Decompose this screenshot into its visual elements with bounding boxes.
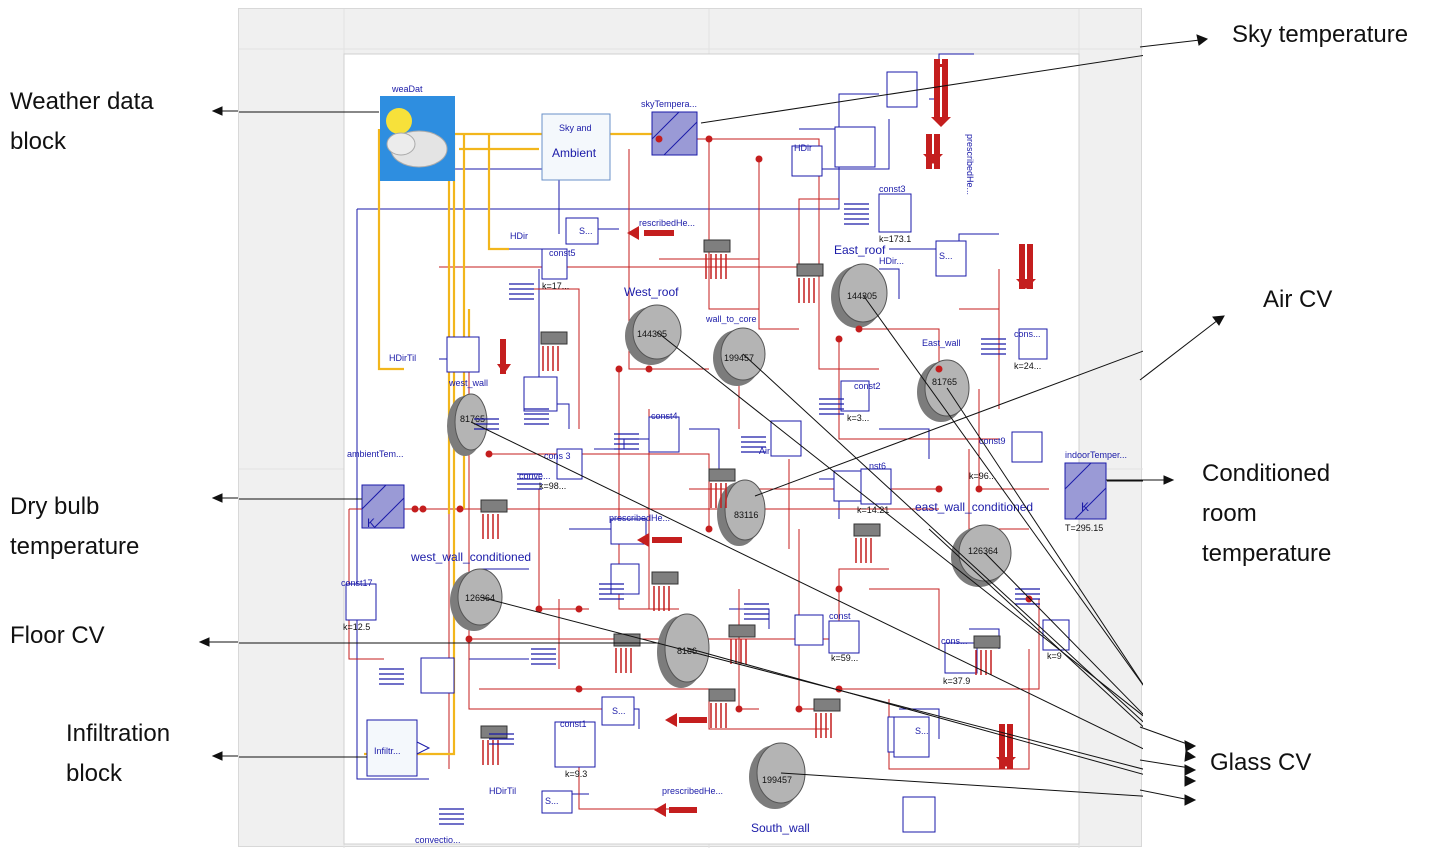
s-block-label-5: S... [545,796,559,806]
cons-e-k: k=24... [1014,361,1041,371]
prescribed-label-1: prescribedHe... [965,134,975,195]
callout-infiltration-block: Infiltration block [66,714,170,794]
south-wall-value: 199457 [762,775,792,785]
sky-ambient-label: Ambient [552,146,597,160]
wall-to-core-value: 199457 [724,353,754,363]
const17-label: const17 [341,578,373,588]
hdir-label-2: HDir [510,231,528,241]
ambient-temperature-label: ambientTem... [347,449,404,459]
callout-dry-bulb-temperature: Dry bulb temperature [10,487,139,567]
svg-text:Sky and: Sky and [559,123,592,133]
const2-label: const2 [854,381,881,391]
east-wall-label: East_wall [922,338,961,348]
indoor-temperature-value: T=295.15 [1065,523,1103,533]
west-wall-label: west_wall [448,378,488,388]
hdirtil-label-2: HDirTil [489,786,516,796]
east-roof-value: 144305 [847,291,877,301]
callout-glass-cv: Glass CV [1210,743,1311,783]
west-wall-conditioned-label: west_wall_conditioned [410,550,531,564]
sky-ambient-block[interactable]: Sky and Ambient [542,114,610,180]
const6-k: k=14.21 [857,505,889,515]
const9-k: k=96... [969,471,996,481]
const1-label: const1 [560,719,587,729]
infiltration-label: Infiltr... [374,746,401,756]
west-roof-label: West_roof [624,285,679,299]
air-value: 83116 [734,510,758,520]
const2-k: k=3... [847,413,869,423]
callout-floor-cv: Floor CV [10,616,105,656]
west-wall-conditioned-value: 126364 [465,593,495,603]
s-block-label-3: S... [612,706,626,716]
south-wall-label: South_wall [751,821,810,835]
hdir-label-3: HDir... [879,256,904,266]
callout-weather-data-block: Weather data block [10,82,154,162]
const9-label: const9 [979,436,1006,446]
svg-text:K: K [367,516,375,530]
const-s-k: k=59... [831,653,858,663]
const3-label: const3 [879,184,906,194]
s-block-label-4: S... [915,726,929,736]
modelica-diagram-canvas: weaDat Sky and Ambient skyTempera... K a… [238,8,1142,847]
east-wall-value: 81765 [932,377,957,387]
cons-k9: k=9 [1047,651,1062,661]
cons-se-label: cons... [941,636,968,646]
hdirtil-label-1: HDirTil [389,353,416,363]
conve-label: conve... [519,471,551,481]
rescribed-label: rescribedHe... [639,218,695,228]
model-diagram: weaDat Sky and Ambient skyTempera... K a… [239,9,1143,848]
const17-k: k=12.5 [343,622,370,632]
const-s-label: const [829,611,851,621]
callout-conditioned-room-temperature: Conditioned room temperature [1202,454,1331,574]
capacitor-west-roof[interactable]: West_roof 144305 [624,285,681,365]
s-block-label-1: S... [579,226,593,236]
const6-label: nst6 [869,461,886,471]
east-wall-conditioned-value: 126364 [968,546,998,556]
cons-se-k: k=37.9 [943,676,970,686]
hdir-label-1: HDir [794,143,812,153]
capacitor-south-wall[interactable]: 199457 South_wall [749,743,810,835]
cons3-k: k=98... [539,481,566,491]
const5-label: const5 [549,248,576,258]
const4-label: const4 [651,411,678,421]
callout-air-cv: Air CV [1263,280,1332,320]
indoor-temperature-label: indoorTemper... [1065,450,1127,460]
const3-k: k=173.1 [879,234,911,244]
weadat-label: weaDat [391,84,423,94]
cons-e-label: cons... [1014,329,1041,339]
const5-k: k=17... [542,281,569,291]
convectio-label: convectio... [415,835,461,845]
sky-temperature-label: skyTempera... [641,99,697,109]
west-roof-value: 144305 [637,329,667,339]
callout-sky-temperature: Sky temperature [1232,15,1408,55]
east-roof-label: East_roof [834,243,886,257]
svg-text:K: K [1081,500,1089,514]
weather-data-block[interactable]: weaDat [380,84,455,181]
wall-to-core-label: wall_to_core [705,314,757,324]
prescribed-he-label-2: prescribedHe... [662,786,723,796]
s-block-label-2: S... [939,251,953,261]
const1-k: k=9.3 [565,769,587,779]
